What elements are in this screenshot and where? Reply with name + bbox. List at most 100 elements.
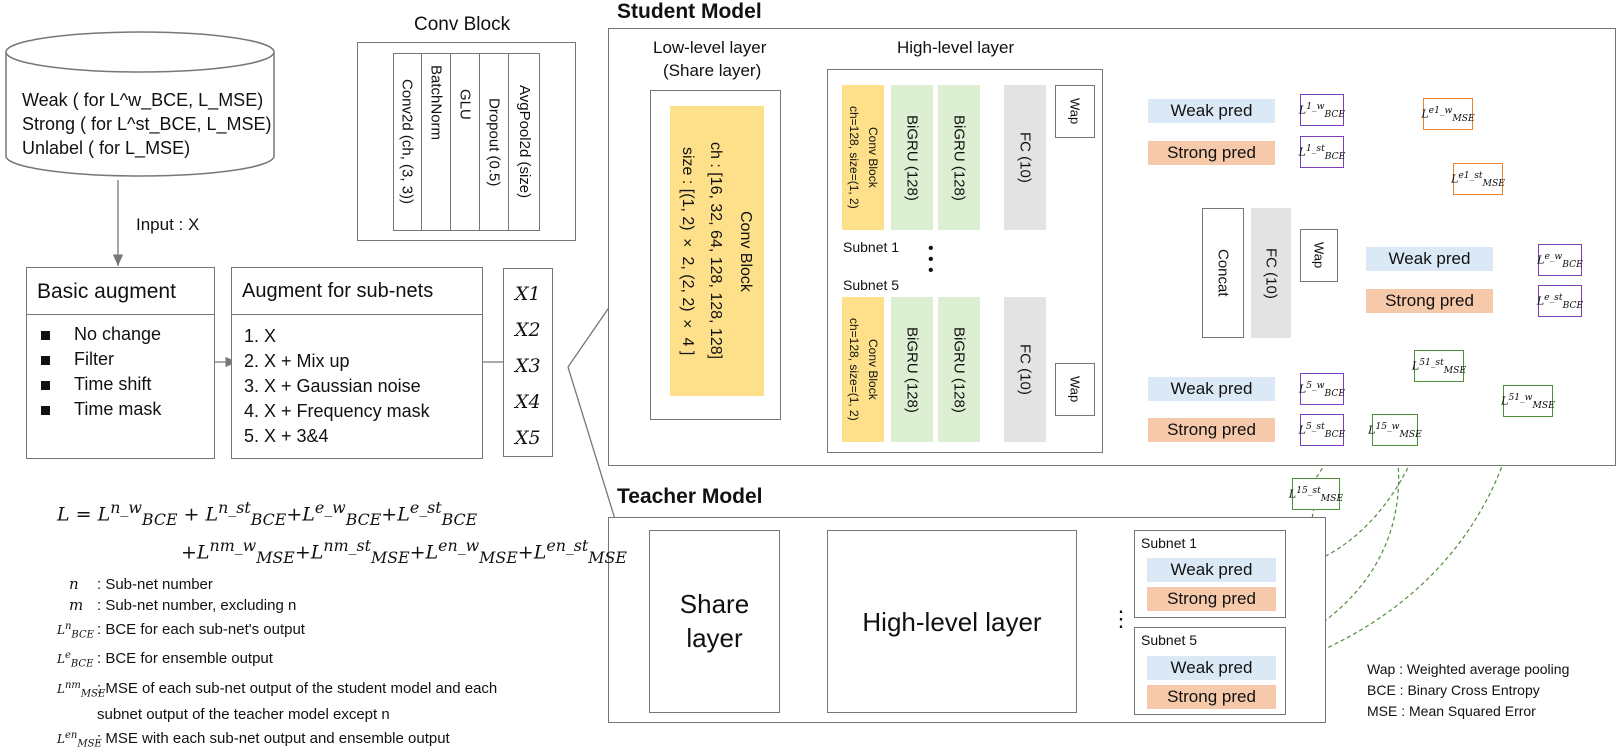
subnet-augment-title: Augment for sub-nets [242, 280, 434, 302]
subnet-augment-list: 1. X 2. X + Mix up 3. X + Gaussian noise… [244, 324, 430, 449]
loss-tag-mse-15w: L15_wMSE [1368, 414, 1422, 446]
low-conv-title: Conv Block [737, 210, 754, 292]
conv-layer-dropout: Dropout (0.5) [480, 53, 509, 231]
loss-tag-mse-51w: L51_wMSE [1501, 385, 1555, 417]
input-x2: X2 [515, 319, 541, 341]
teacher-subnet5-strong-pred: Strong pred [1147, 685, 1276, 709]
loss-formula: L = Ln_wBCE + Ln_stBCE+Le_wBCE+Le_stBCE … [57, 498, 627, 568]
subnet5-bigru-a: BiGRU (128) [891, 297, 933, 442]
subnet5-fc: FC (10) [1004, 297, 1046, 442]
subnet1-wap-label: Wap [1067, 98, 1083, 125]
ensemble-fc: FC (10) [1251, 208, 1291, 338]
conv-layer-conv2d: Conv2d (ch, (3, 3)) [393, 53, 422, 231]
input-x1: X1 [515, 283, 541, 305]
list-item: Time mask [41, 397, 161, 422]
list-item: No change [41, 322, 161, 347]
subnet5-conv-block: Conv Block ch=128, size=(1, 2) [842, 297, 884, 442]
subnet-augment-box: Augment for sub-nets 1. X 2. X + Mix up … [231, 267, 483, 459]
low-level-title: Low-level layer [653, 38, 767, 57]
dataset-weak: Weak ( for L^w_BCE, L_MSE) [22, 90, 264, 110]
teacher-subnet1-strong-pred: Strong pred [1147, 587, 1276, 611]
low-conv-size: size : [(1, 2) × 2, (2, 2) × 4 ] [679, 146, 696, 356]
conv-block-title: Conv Block [414, 14, 511, 35]
subnet1-bigru-a: BiGRU (128) [891, 85, 933, 230]
dataset-cylinder [4, 30, 276, 178]
definition-row: LeBCE: BCE for ensemble output [57, 650, 273, 670]
input-x4: X4 [515, 391, 541, 413]
subnet1-conv-params: ch=128, size=(1, 2) [847, 106, 861, 209]
conv-layer-avgpool: AvgPool2d (size) [516, 85, 533, 199]
list-item: 3. X + Gaussian noise [244, 376, 421, 396]
subnet5-wap-label: Wap [1067, 376, 1083, 403]
subnet1-bigru-b: BiGRU (128) [938, 85, 980, 230]
loss-tag-bce-est: Le_stBCE [1537, 285, 1583, 317]
teacher-subnet1-label: Subnet 1 [1141, 535, 1198, 551]
definition-row: LnmMSE: MSE of each sub-net output of th… [57, 679, 498, 700]
teacher-dots: ⋮ [1110, 606, 1132, 631]
low-conv-ch: ch : [16, 32, 64, 128, 128, 128] [707, 142, 724, 360]
legend-bce: BCE : Binary Cross Entropy [1367, 682, 1540, 698]
ensemble-strong-pred: Strong pred [1366, 289, 1493, 313]
conv-layer-glu: GLU [451, 53, 480, 231]
subnet1-label: Subnet 1 [843, 239, 900, 255]
subnet5-label: Subnet 5 [843, 277, 900, 293]
teacher-subnet1-weak-pred: Weak pred [1147, 558, 1276, 582]
subnet5-strong-pred: Strong pred [1148, 418, 1275, 442]
dataset-unlabel: Unlabel ( for L_MSE) [22, 138, 191, 158]
basic-augment-title: Basic augment [37, 280, 176, 303]
subnet1-weak-pred: Weak pred [1148, 99, 1275, 123]
loss-tag-bce-5st: L5_stBCE [1299, 414, 1345, 446]
input-x5: X5 [515, 427, 541, 449]
list-item: 2. X + Mix up [244, 351, 350, 371]
loss-tag-mse-51st: L51_stMSE [1412, 350, 1466, 382]
subnet5-weak-pred: Weak pred [1148, 377, 1275, 401]
teacher-subnet5-weak-pred: Weak pred [1147, 656, 1276, 680]
subnet5-conv-params: ch=128, size=(1, 2) [847, 318, 861, 421]
teacher-title: Teacher Model [617, 485, 763, 508]
input-label: Input : X [136, 215, 200, 234]
subnet1-strong-pred: Strong pred [1148, 141, 1275, 165]
teacher-high-level-label: High-level layer [862, 607, 1042, 637]
subnet1-conv-block: Conv Block ch=128, size=(1, 2) [842, 85, 884, 230]
concat-box: Concat [1202, 208, 1244, 338]
basic-augment-box: Basic augment No change Filter Time shif… [26, 267, 215, 459]
definition-row: subnet output of the teacher model excep… [97, 706, 390, 724]
subnet1-wap: Wap [1055, 85, 1095, 138]
subnet5-wap: Wap [1055, 363, 1095, 416]
student-title: Student Model [617, 0, 762, 23]
subnet-dots: ••• [928, 240, 934, 279]
subnet5-conv-title: Conv Block [866, 339, 880, 400]
loss-tag-bce-5w: L5_wBCE [1299, 373, 1345, 405]
definition-row: LnBCE: BCE for each sub-net's output [57, 621, 305, 641]
subnet1-fc: FC (10) [1004, 85, 1046, 230]
loss-tag-mse-e1w: Le1_wMSE [1421, 98, 1475, 130]
list-item: Time shift [41, 372, 161, 397]
list-item: Filter [41, 347, 161, 372]
concat-label: Concat [1214, 249, 1232, 297]
teacher-subnet5-label: Subnet 5 [1141, 632, 1198, 648]
conv-layer-batchnorm: BatchNorm [422, 53, 451, 231]
dataset-strong: Strong ( for L^st_BCE, L_MSE) [22, 114, 272, 134]
loss-tag-mse-e1st: Le1_stMSE [1451, 163, 1505, 195]
list-item: 1. X [244, 326, 277, 346]
ensemble-weak-pred: Weak pred [1366, 247, 1493, 271]
list-item: 4. X + Frequency mask [244, 401, 430, 421]
teacher-high-level: High-level layer [827, 530, 1077, 713]
loss-tag-bce-ew: Le_wBCE [1537, 244, 1583, 276]
conv-block-stack [393, 53, 540, 231]
list-item: 5. X + 3&4 [244, 426, 329, 446]
definitions: n: Sub-net number m: Sub-net number, exc… [57, 574, 497, 755]
subnet5-bigru-b: BiGRU (128) [938, 297, 980, 442]
high-level-title: High-level layer [897, 38, 1015, 57]
basic-augment-list: No change Filter Time shift Time mask [41, 322, 161, 422]
input-x3: X3 [515, 355, 541, 377]
legend-wap: Wap : Weighted average pooling [1367, 661, 1570, 677]
loss-tag-bce-1st: L1_stBCE [1299, 136, 1345, 168]
ensemble-wap: Wap [1300, 229, 1338, 282]
ensemble-wap-label: Wap [1311, 242, 1327, 269]
loss-tag-bce-1w: L1_wBCE [1299, 94, 1345, 126]
low-level-conv-block: Conv Block ch : [16, 32, 64, 128, 128, 1… [670, 106, 764, 396]
loss-tag-mse-15st: L15_stMSE [1289, 478, 1343, 510]
legend-mse: MSE : Mean Squared Error [1367, 703, 1536, 719]
